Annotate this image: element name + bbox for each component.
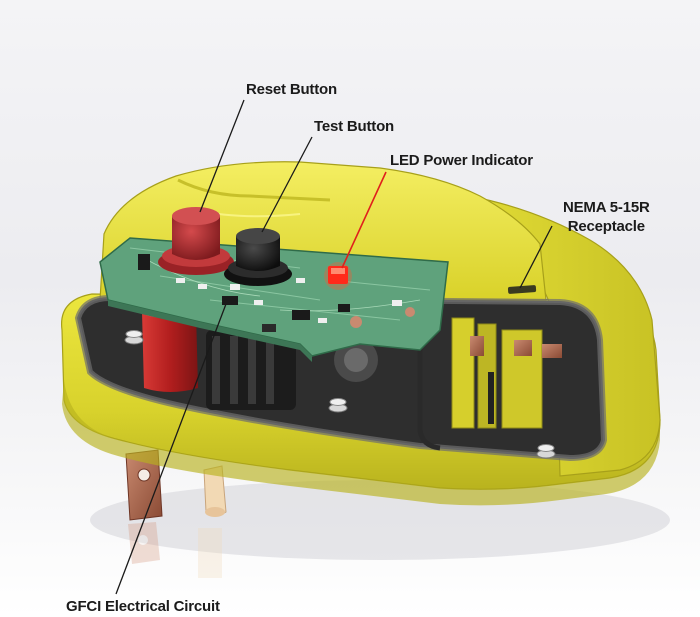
leader-gfci	[115, 303, 227, 595]
leader-test	[261, 136, 313, 233]
label-test-button: Test Button	[314, 118, 395, 135]
label-nema-line1: NEMA 5-15R	[563, 199, 650, 216]
receptacle-contacts	[451, 317, 562, 429]
label-nema-line2: Receptacle	[567, 218, 645, 235]
gasket-rim	[74, 294, 608, 462]
housing-bottom-shade	[62, 380, 660, 506]
leader-led	[341, 171, 387, 269]
receptacle-slot	[507, 285, 537, 294]
internal-wire	[417, 330, 441, 451]
ground-prong	[203, 465, 227, 517]
label-nema-receptacle: NEMA 5-15R Receptacle	[563, 198, 650, 236]
reset-button-part	[158, 207, 234, 275]
sensing-coil	[206, 330, 296, 410]
label-gfci-electrical-circuit: GFCI Electrical Circuit	[66, 598, 220, 615]
pcb-components	[138, 254, 415, 332]
led-indicator-part	[324, 262, 352, 290]
screw-terminal-left	[124, 330, 144, 345]
test-button-part	[224, 228, 292, 286]
prong-reflection	[128, 522, 222, 578]
screw-terminal-right	[536, 444, 556, 459]
label-led-power-indicator: LED Power Indicator	[390, 152, 533, 169]
leader-nema	[519, 225, 553, 289]
shell-ridge	[177, 178, 331, 202]
leader-reset	[199, 99, 245, 213]
screw-terminal-mid	[328, 398, 348, 413]
label-reset-button: Reset Button	[246, 81, 337, 98]
